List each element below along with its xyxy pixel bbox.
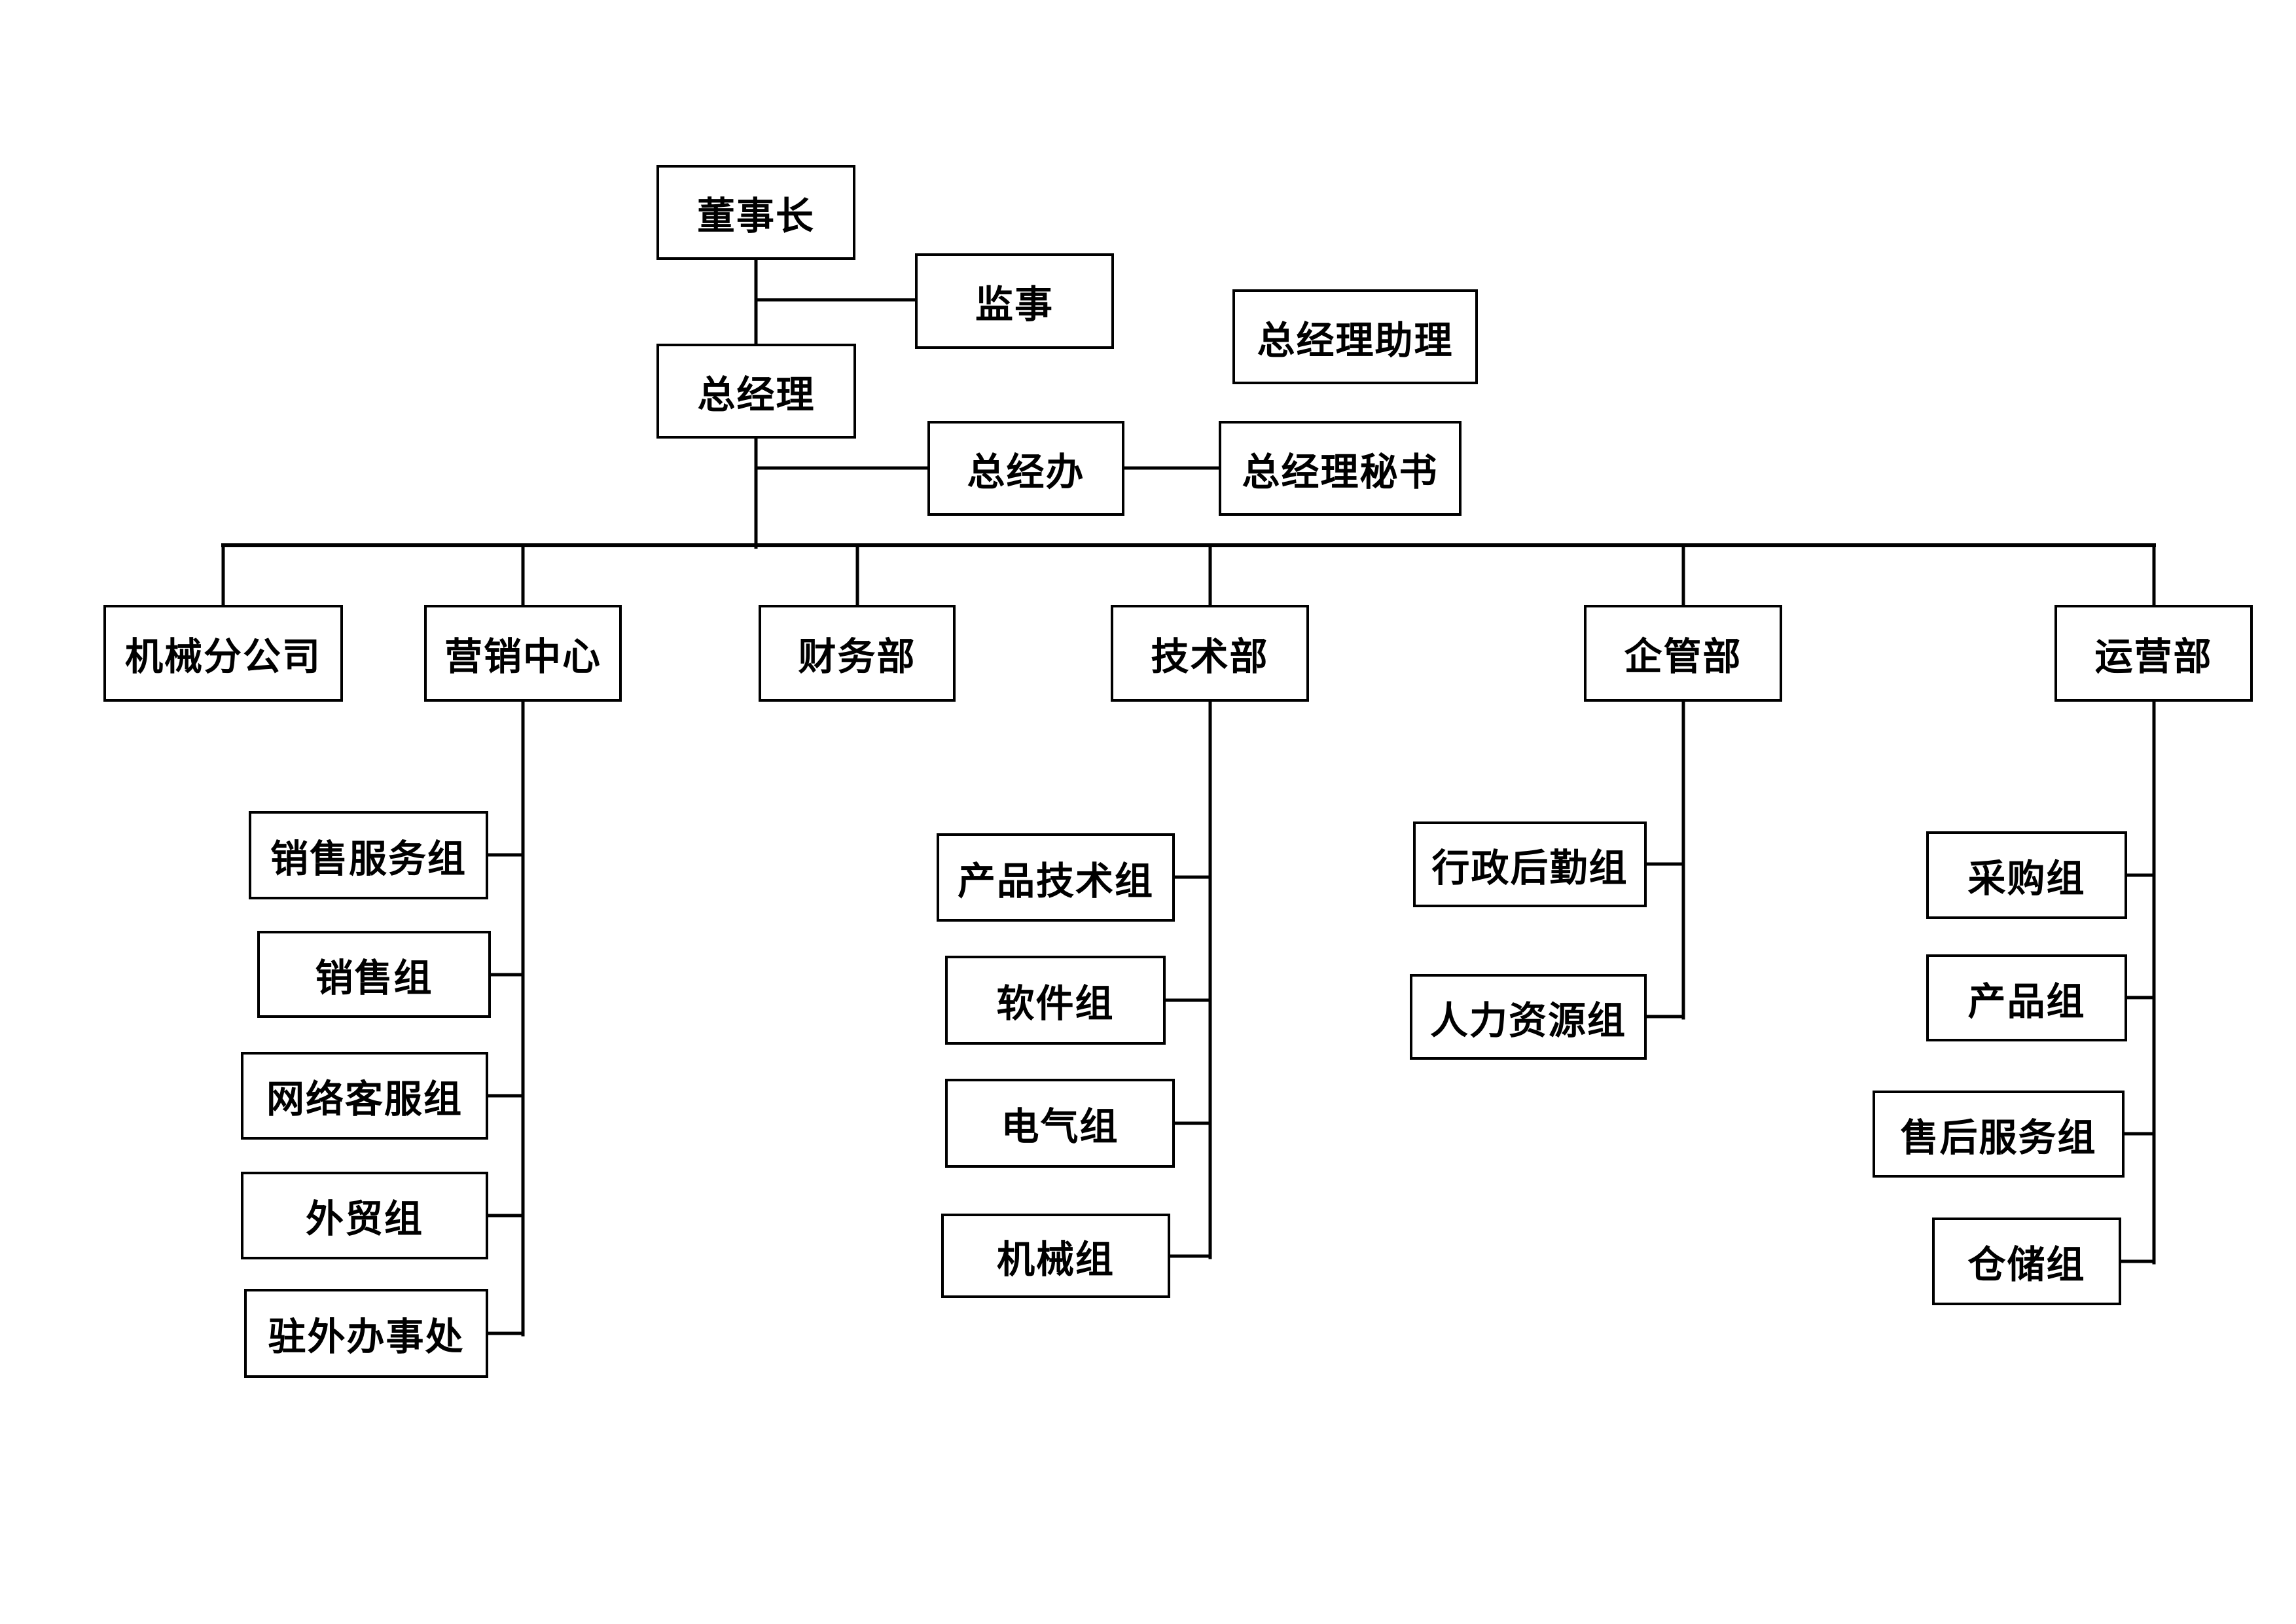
- node-mechanical-group: 机械组: [941, 1214, 1170, 1298]
- node-dept-operations: 运营部: [2054, 605, 2253, 702]
- node-overseas-office: 驻外办事处: [244, 1289, 488, 1378]
- node-after-sales-service-group: 售后服务组: [1873, 1091, 2125, 1178]
- node-supervisor: 监事: [915, 253, 1114, 349]
- node-sales-service-group: 销售服务组: [249, 811, 488, 899]
- node-electrical-group: 电气组: [945, 1079, 1175, 1168]
- node-human-resources-group: 人力资源组: [1410, 974, 1647, 1060]
- node-foreign-trade-group: 外贸组: [241, 1172, 488, 1259]
- admin-branch-lines: [1645, 700, 1685, 1020]
- node-dept-machinery-subsidiary: 机械分公司: [103, 605, 343, 702]
- node-sales-group: 销售组: [257, 931, 491, 1018]
- top-connectors: [754, 258, 1221, 549]
- node-product-group: 产品组: [1926, 954, 2127, 1041]
- node-dept-enterprise-management: 企管部: [1584, 605, 1782, 702]
- node-online-service-group: 网络客服组: [241, 1052, 488, 1140]
- operations-branch-lines: [2119, 700, 2156, 1265]
- node-purchasing-group: 采购组: [1926, 831, 2127, 919]
- node-admin-logistics-group: 行政后勤组: [1413, 821, 1647, 907]
- node-dept-finance: 财务部: [759, 605, 956, 702]
- marketing-branch-lines: [486, 700, 525, 1337]
- node-warehouse-group: 仓储组: [1932, 1218, 2121, 1305]
- node-chairman: 董事长: [656, 165, 855, 260]
- node-gm-assistant: 总经理助理: [1232, 289, 1478, 384]
- node-product-tech-group: 产品技术组: [937, 833, 1175, 922]
- tech-branch-lines: [1164, 700, 1212, 1259]
- node-gm: 总经理: [656, 344, 856, 439]
- department-drop-lines: [221, 543, 2156, 607]
- node-gm-office: 总经办: [927, 421, 1124, 516]
- node-dept-technology: 技术部: [1111, 605, 1309, 702]
- node-software-group: 软件组: [945, 956, 1166, 1045]
- node-gm-secretary: 总经理秘书: [1219, 421, 1462, 516]
- node-dept-marketing-center: 营销中心: [424, 605, 622, 702]
